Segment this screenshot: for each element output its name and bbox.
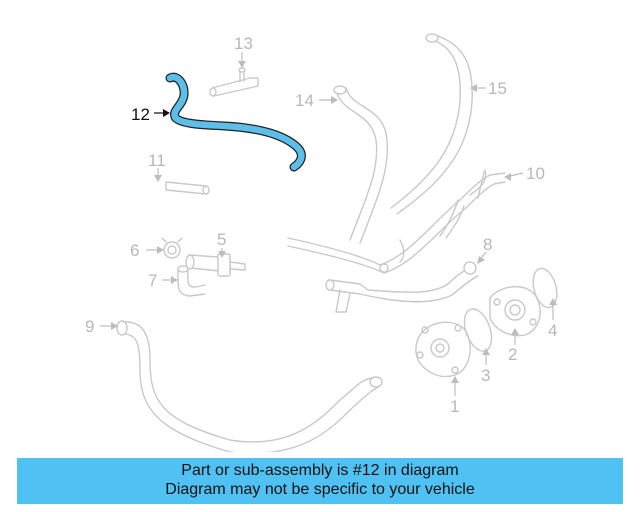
callout-12: 12 bbox=[131, 105, 150, 124]
part-5-valve bbox=[185, 253, 246, 277]
callout-14: 14 bbox=[295, 91, 314, 110]
part-15-tube bbox=[390, 33, 473, 215]
part-9-hose bbox=[116, 320, 383, 452]
callout-12-leader bbox=[154, 109, 170, 117]
part-1-water-pump bbox=[415, 321, 471, 378]
callout-5: 5 bbox=[217, 230, 226, 249]
callout-arrowheads bbox=[111, 61, 557, 383]
part-2-housing bbox=[489, 286, 541, 337]
caption-line-2: Diagram may not be specific to your vehi… bbox=[165, 481, 475, 498]
callout-8: 8 bbox=[483, 235, 492, 254]
callout-6: 6 bbox=[130, 241, 139, 260]
part-14-tube bbox=[333, 85, 389, 244]
callout-9: 9 bbox=[85, 317, 94, 336]
callout-leaders bbox=[100, 52, 554, 396]
part-7-hose bbox=[177, 265, 206, 297]
callout-15: 15 bbox=[488, 79, 507, 98]
part-6-clamp bbox=[161, 237, 183, 259]
part-8-pipe bbox=[325, 261, 479, 313]
callout-3: 3 bbox=[481, 366, 490, 385]
caption-line-1: Part or sub-assembly is #12 in diagram bbox=[181, 462, 459, 479]
callout-2: 2 bbox=[508, 345, 517, 364]
callout-13: 13 bbox=[234, 34, 253, 53]
part-11-pipe bbox=[165, 181, 210, 195]
part-4-o-ring bbox=[532, 267, 558, 309]
part-12-hose-highlighted bbox=[165, 72, 306, 172]
parts-diagram: 13 14 15 12 11 10 5 6 8 7 9 4 2 3 1 bbox=[85, 33, 558, 452]
part-10-pipe-assembly bbox=[287, 169, 506, 274]
caption-banner: Part or sub-assembly is #12 in diagram D… bbox=[17, 458, 623, 504]
callout-4: 4 bbox=[548, 321, 557, 340]
callout-10: 10 bbox=[526, 164, 545, 183]
part-13-bracket bbox=[209, 67, 259, 97]
callout-11: 11 bbox=[148, 151, 166, 170]
callout-1: 1 bbox=[450, 397, 459, 416]
callout-7: 7 bbox=[148, 271, 157, 290]
part-3-gasket bbox=[463, 308, 493, 352]
